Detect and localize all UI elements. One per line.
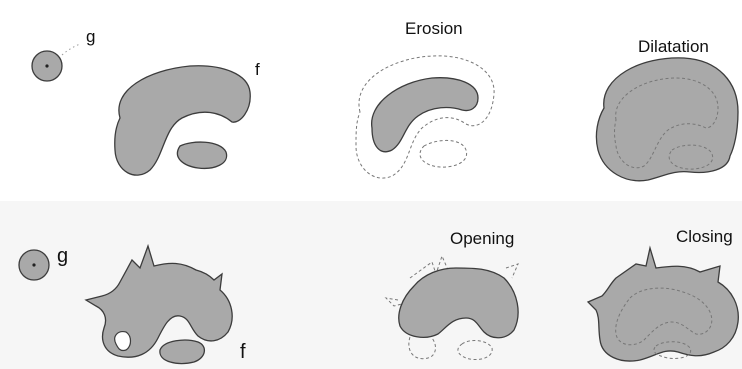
panel-divider — [0, 193, 742, 201]
erosion-label: Erosion — [405, 19, 463, 38]
set-label-top: f — [255, 60, 260, 79]
set-label-bottom: f — [240, 341, 246, 363]
structuring-element-bottom — [19, 250, 49, 280]
dilatation-label: Dilatation — [638, 37, 709, 56]
dilatation-result — [596, 58, 738, 181]
structuring-element-label-top: g — [86, 27, 95, 46]
structuring-element-label-bottom: g — [57, 245, 68, 267]
closing-label: Closing — [676, 227, 733, 246]
opening-label: Opening — [450, 229, 514, 248]
